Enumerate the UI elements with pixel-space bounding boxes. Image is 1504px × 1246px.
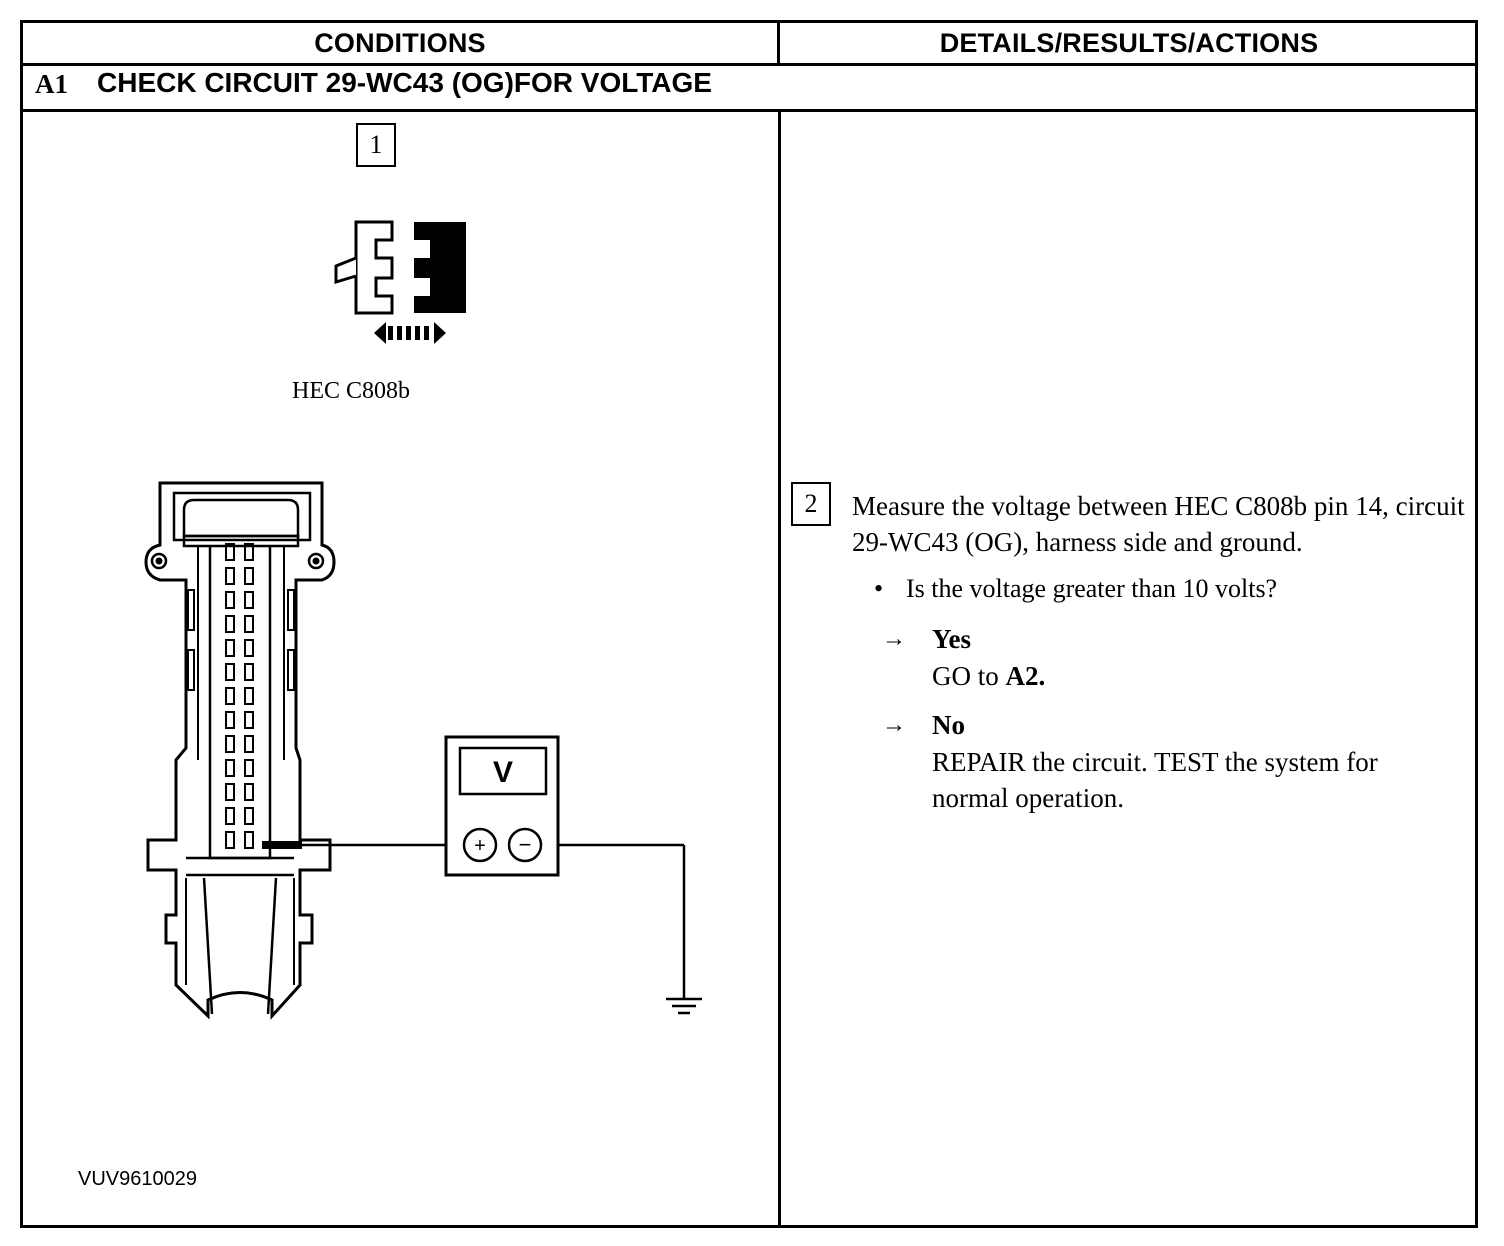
step-2-instruction: Measure the voltage between HEC C808b pi…	[852, 491, 1465, 557]
yes-arrow-icon: →	[882, 626, 906, 652]
connector-label: HEC C808b	[292, 378, 411, 404]
yes-action-target[interactable]: A2.	[1005, 661, 1046, 691]
step-2-box: 2	[791, 482, 831, 526]
figure-id: VUV9610029	[78, 1168, 197, 1190]
yes-action: GO to A2.	[932, 658, 1472, 694]
no-action: REPAIR the circuit. TEST the system for …	[932, 747, 1378, 813]
header-divider	[23, 63, 1475, 66]
procedure-table: CONDITIONS DETAILS/RESULTS/ACTIONS A1 CH…	[20, 20, 1478, 1228]
no-arrow-icon: →	[882, 712, 906, 738]
section-title: CHECK CIRCUIT 29-WC43 (OG)FOR VOLTAGE	[97, 67, 712, 98]
plus-terminal: +	[474, 835, 486, 857]
voltmeter: V + −	[444, 735, 560, 877]
pin-cavities	[225, 543, 254, 849]
no-label: No	[932, 710, 965, 740]
minus-terminal: −	[519, 832, 532, 857]
connector-body	[144, 481, 336, 1020]
conditions-header: CONDITIONS	[23, 23, 780, 66]
section-divider	[23, 109, 1475, 112]
column-divider	[778, 112, 781, 1228]
question-text: Is the voltage greater than 10 volts?	[906, 574, 1278, 603]
ground-icon	[666, 997, 702, 1015]
yes-action-prefix: GO to	[932, 661, 1006, 691]
disconnect-icon	[334, 220, 466, 344]
details-header: DETAILS/RESULTS/ACTIONS	[939, 28, 1319, 58]
voltmeter-label: V	[493, 756, 513, 789]
test-leads	[262, 841, 686, 998]
question-bullet: •	[874, 574, 884, 603]
step-1-box: 1	[356, 123, 396, 167]
yes-label: Yes	[932, 624, 971, 654]
section-id: A1	[35, 69, 68, 99]
